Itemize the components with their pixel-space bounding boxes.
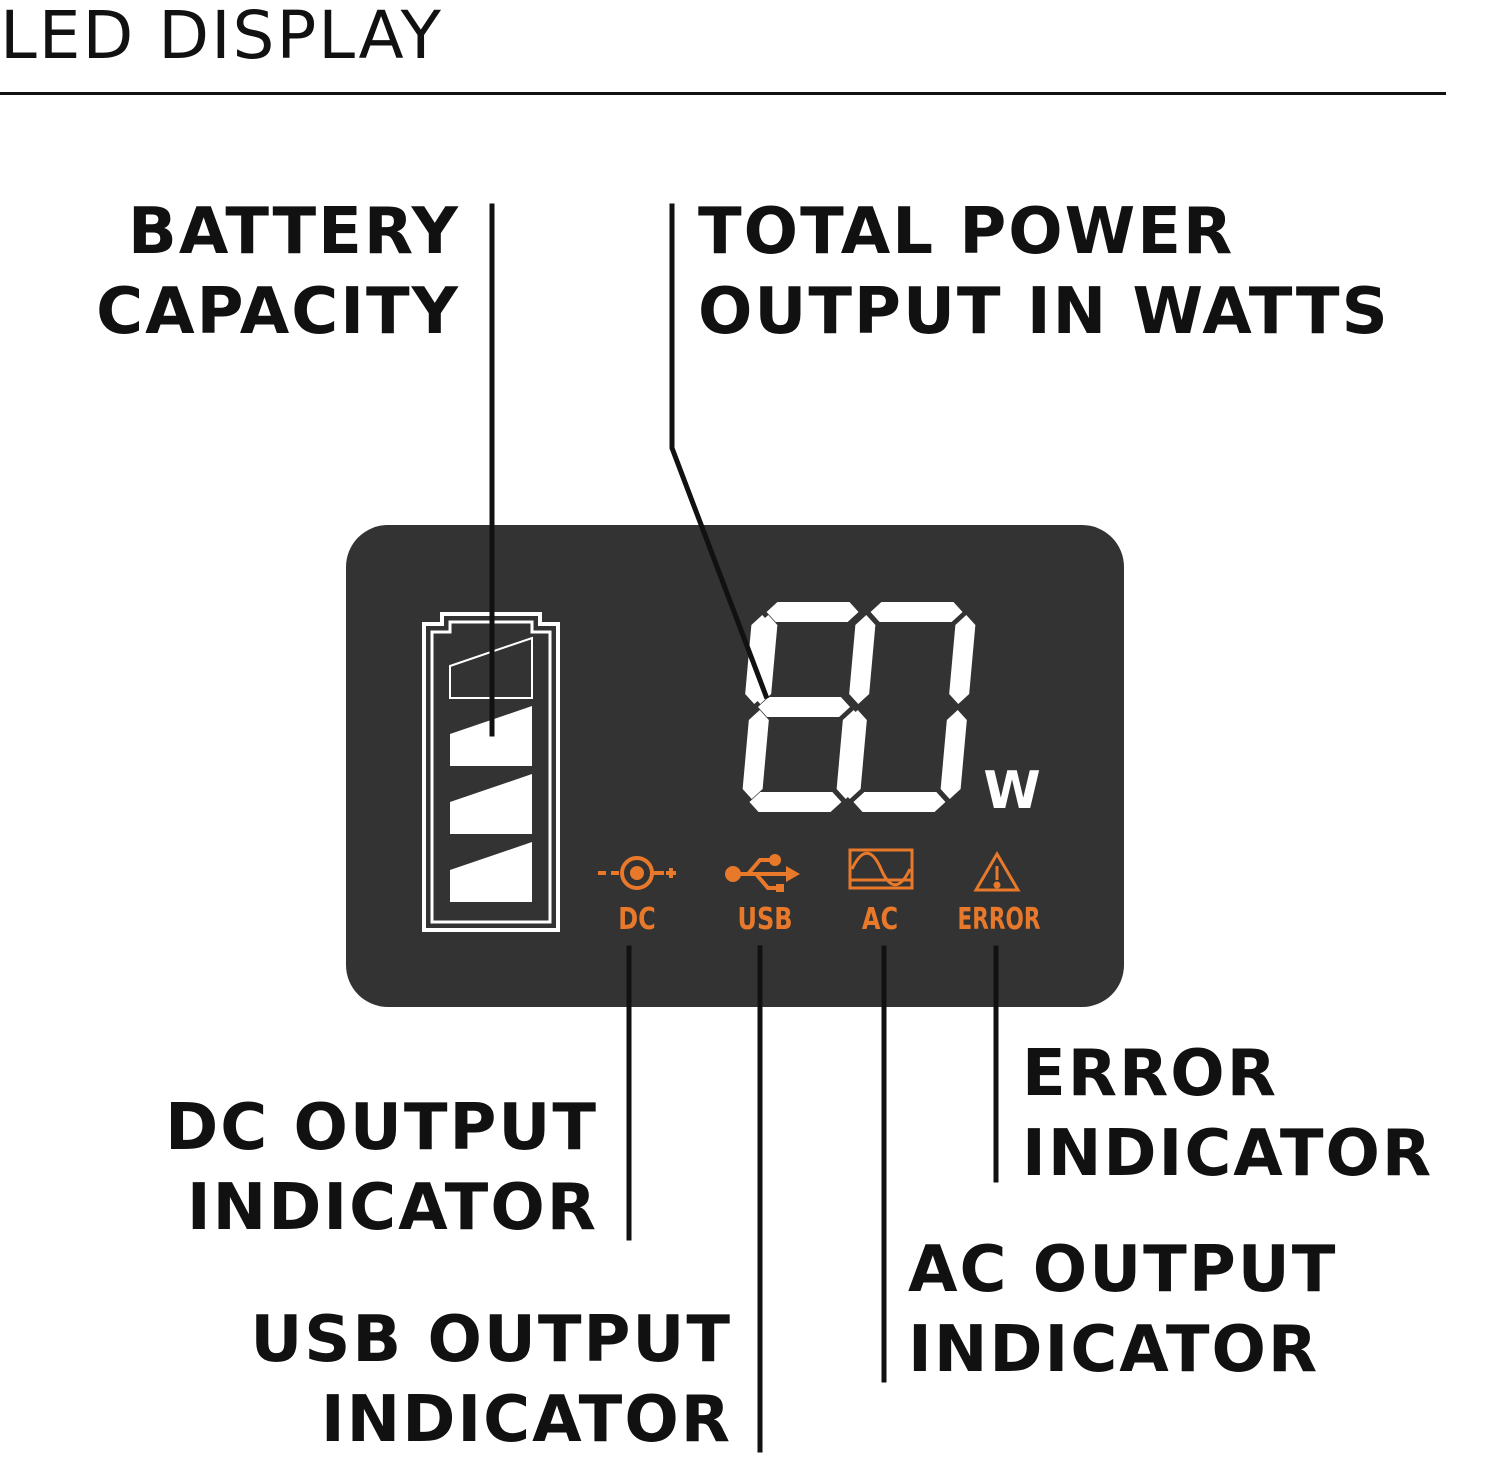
page-title: LED DISPLAY <box>0 0 443 74</box>
ac-label-line-1: AC OUTPUT <box>908 1233 1338 1307</box>
usb-lower-node <box>776 884 784 892</box>
warning-dot <box>993 881 1001 889</box>
battery-label-line-2: CAPACITY <box>96 275 460 349</box>
dc-output-label: DC OUTPUT INDICATOR <box>165 1088 598 1248</box>
error-label-line-1: ERROR <box>1022 1037 1278 1111</box>
total-power-label: TOTAL POWER OUTPUT IN WATTS <box>698 192 1390 352</box>
led-panel <box>346 525 1124 1007</box>
power-leader-line <box>669 203 770 700</box>
power-label-line-1: TOTAL POWER <box>698 195 1235 269</box>
usb-label-line-2: INDICATOR <box>320 1383 732 1457</box>
error-indicator-label: ERROR INDICATOR <box>1022 1034 1433 1194</box>
usb-icon <box>725 854 800 892</box>
digit-segment <box>766 602 859 622</box>
warning-triangle-icon <box>973 851 1021 892</box>
battery-label-line-1: BATTERY <box>128 195 460 269</box>
ac-sine-wave <box>850 851 912 887</box>
digit-segment <box>745 615 772 704</box>
digit-segment <box>742 710 769 799</box>
error-label-line-2: INDICATOR <box>1022 1117 1434 1191</box>
ac-label-line-2: INDICATOR <box>908 1313 1320 1387</box>
digit-segment <box>758 697 851 717</box>
usb-label-line-1: USB OUTPUT <box>250 1303 732 1377</box>
dc-label-line-2: INDICATOR <box>186 1171 598 1245</box>
warning-triangle <box>973 851 1021 892</box>
leader-lines <box>489 203 999 1453</box>
watt-unit: W <box>983 761 1040 821</box>
battery-capacity-label: BATTERY CAPACITY <box>96 192 460 352</box>
usb-arrow <box>786 866 800 882</box>
usb-output-label: USB OUTPUT INDICATOR <box>250 1300 732 1460</box>
power-label-line-2: OUTPUT IN WATTS <box>698 275 1390 349</box>
digit-segment <box>840 710 867 799</box>
digit-segment <box>949 615 976 704</box>
error-indicator-text: ERROR <box>958 903 1041 937</box>
ac-indicator-label: AC <box>862 902 898 936</box>
digit-segment <box>749 792 842 812</box>
digit-segment <box>853 792 946 812</box>
usb-lower-branch <box>754 872 778 890</box>
power-digits <box>742 602 976 812</box>
battery-bar <box>450 842 532 902</box>
battery-bar <box>450 774 532 834</box>
ac-sine-icon <box>848 848 914 890</box>
dc-center-pin <box>630 866 644 880</box>
ac-frame <box>848 848 914 890</box>
digit-segment <box>870 602 963 622</box>
digit-segment <box>940 710 967 799</box>
usb-upper-node <box>769 854 781 866</box>
dc-label-line-1: DC OUTPUT <box>165 1091 598 1165</box>
title-divider <box>0 92 1446 95</box>
digit-segment <box>849 615 876 704</box>
usb-upper-branch <box>746 858 772 876</box>
indicator-labels: DC USB AC ERROR <box>618 902 1040 937</box>
battery-icon <box>422 612 560 932</box>
usb-indicator-label: USB <box>737 902 792 936</box>
power-digit <box>840 602 976 812</box>
dc-indicator-label: DC <box>618 902 656 936</box>
battery-outer-outline <box>422 612 560 932</box>
battery-bar <box>449 636 533 699</box>
watt-unit-group: W <box>983 761 1040 821</box>
ac-output-label: AC OUTPUT INDICATOR <box>908 1230 1337 1390</box>
battery-inner-outline <box>430 620 552 924</box>
dc-plug-icon <box>598 856 676 890</box>
